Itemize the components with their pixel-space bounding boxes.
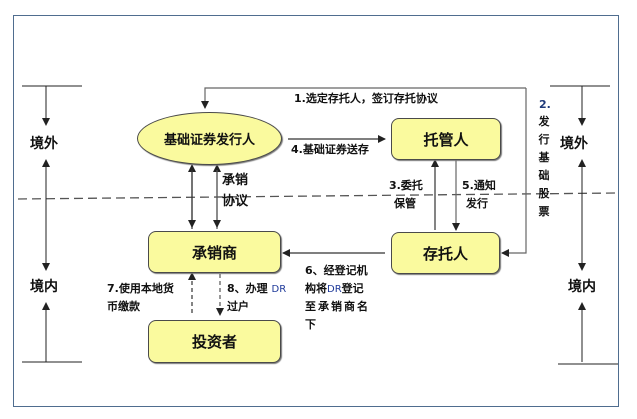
node-issuer: 基础证券发行人 xyxy=(137,112,282,165)
edge-7-label-line2: 币缴款 xyxy=(107,300,140,313)
border-dashed-line xyxy=(17,192,619,200)
node-depositary: 存托人 xyxy=(391,232,500,274)
edge-1-line xyxy=(201,87,526,109)
edge-6-dr: DR xyxy=(327,284,342,295)
edge-5-label-line1: 5.通知 xyxy=(462,179,496,192)
edge-4-label: 4.基础证券送存 xyxy=(291,143,369,156)
edge-6-label-line1: 6、经登记机 xyxy=(305,264,368,277)
edge-8-dr: DR xyxy=(271,284,287,295)
underwriting-agreement-line2: 协议 xyxy=(222,194,249,209)
zone-onshore-left: 境内 xyxy=(30,279,58,295)
zone-offshore-right: 境外 xyxy=(560,136,588,152)
diagram-frame xyxy=(13,15,619,407)
edge-8-text-a: 8、办理 xyxy=(227,282,268,295)
zone-offshore-left: 境外 xyxy=(30,136,58,152)
edge-2-number: 2. xyxy=(539,98,551,111)
edge-6-label-line4: 下 xyxy=(305,318,316,331)
edge-8-label-line1: 8、办理 DR xyxy=(227,280,286,299)
edge-1-label: 1.选定存托人，签订存托协议 xyxy=(294,92,438,105)
node-underwriter: 承销商 xyxy=(148,231,281,273)
edge-3-label-line1: 3.委托 xyxy=(389,179,423,192)
edge-7-label-line1: 7.使用本地货 xyxy=(107,282,174,295)
underwriting-agreement-line1: 承销 xyxy=(222,173,249,188)
edge-3-label-line2: 保管 xyxy=(394,197,416,210)
edge-6-label-line3: 至承销商名 xyxy=(305,300,370,313)
edge-5-label-line2: 发行 xyxy=(466,197,488,210)
node-investor: 投资者 xyxy=(148,320,281,363)
edge-2-line xyxy=(501,88,527,257)
edge-8-label-line2: 过户 xyxy=(227,300,249,313)
edge-6-label-line2: 构将DR登记 xyxy=(305,280,364,299)
edge-6-text-a: 构将 xyxy=(305,282,327,295)
edge-2-label: 发行基础股票 xyxy=(538,115,550,218)
zone-onshore-right: 境内 xyxy=(568,279,596,295)
edge-6-text-b: 登记 xyxy=(341,282,364,295)
node-custodian: 托管人 xyxy=(391,118,501,160)
